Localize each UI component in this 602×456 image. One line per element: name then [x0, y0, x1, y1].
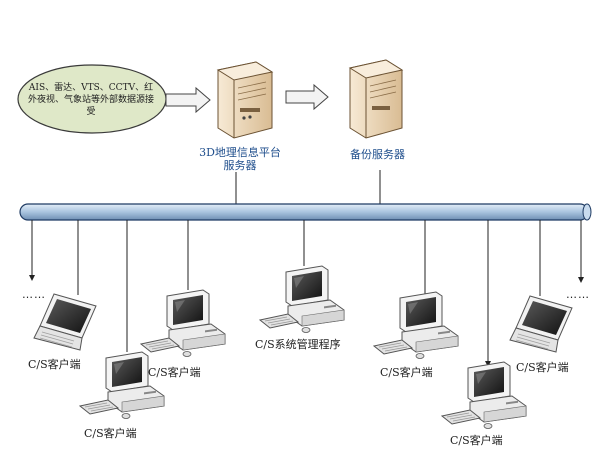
platform-server-icon	[216, 61, 274, 139]
arrow-platform-to-backup-icon	[285, 83, 329, 111]
client-label-laptop-right: C/S客户端	[516, 361, 569, 374]
platform-server-label-line1: 3D地理信息平台	[199, 146, 281, 159]
mgmt-program-label: C/S系统管理程序	[255, 338, 341, 351]
laptop-left-icon	[33, 293, 97, 351]
client-label-desktop-5: C/S客户端	[450, 434, 503, 447]
arrow-source-to-platform-icon	[165, 86, 211, 114]
desktop-client-2-icon	[140, 289, 226, 357]
client-label-desktop-1: C/S客户端	[84, 427, 137, 440]
drop-lines	[29, 220, 584, 367]
ellipsis-right: ……	[566, 288, 590, 301]
backup-server-label: 备份服务器	[350, 148, 405, 161]
laptop-right-icon	[509, 295, 573, 353]
client-label-desktop-2: C/S客户端	[148, 366, 201, 379]
desktop-mgmt-icon	[259, 265, 345, 333]
desktop-client-5-icon	[441, 361, 527, 429]
platform-server-label-line2: 服务器	[223, 159, 257, 172]
platform-server-label: 3D地理信息平台 服务器	[196, 146, 284, 172]
external-source-label: AIS、雷达、VTS、CCTV、红外夜视、气象站等外部数据源接受	[28, 83, 155, 117]
backup-server-icon	[348, 59, 404, 139]
desktop-client-4-icon	[373, 291, 459, 359]
client-label-laptop-left: C/S客户端	[28, 358, 81, 371]
desktop-client-1-icon	[79, 351, 165, 419]
client-label-desktop-4: C/S客户端	[380, 366, 433, 379]
ellipsis-left: ……	[22, 288, 46, 301]
network-bus	[19, 203, 592, 221]
